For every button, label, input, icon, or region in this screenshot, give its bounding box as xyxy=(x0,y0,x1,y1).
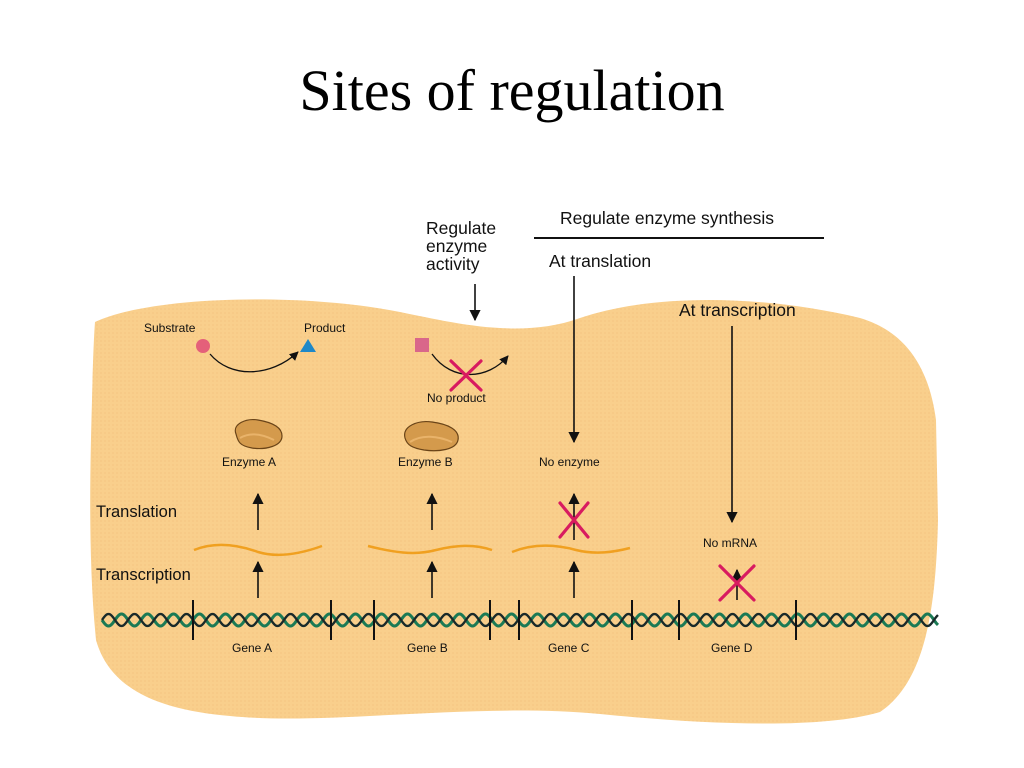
blocked-arrow xyxy=(431,353,509,375)
slide-title: Sites of regulation xyxy=(299,58,725,123)
gene-a-label: Gene A xyxy=(232,641,272,655)
translation-label: Translation xyxy=(96,503,177,521)
enzyme-a-icon xyxy=(234,419,283,450)
substrate-label: Substrate xyxy=(144,321,196,335)
mrna-strand-a xyxy=(193,543,323,557)
regulate-enzyme-activity-label: Regulate enzyme activity xyxy=(426,218,501,274)
at-transcription-label: At transcription xyxy=(679,300,796,320)
enzyme-a-label: Enzyme A xyxy=(222,455,276,469)
gene-c-label: Gene C xyxy=(548,641,590,655)
enzyme-b-icon xyxy=(404,421,459,452)
at-translation-label: At translation xyxy=(549,251,651,271)
no-product-label: No product xyxy=(427,391,486,405)
translation-block-x-icon xyxy=(558,501,590,539)
mrna-strand-c xyxy=(511,544,631,554)
regulate-enzyme-synthesis-label: Regulate enzyme synthesis xyxy=(560,208,774,228)
gene-b-label: Gene B xyxy=(407,641,448,655)
mrna-strand-b xyxy=(367,544,493,555)
cell-background-blob xyxy=(90,299,939,724)
no-enzyme-label: No enzyme xyxy=(539,455,600,469)
transcription-label: Transcription xyxy=(96,566,191,584)
product-label: Product xyxy=(304,321,346,335)
no-mrna-label: No mRNA xyxy=(703,536,757,550)
transcription-block-x-icon xyxy=(718,564,756,602)
product-marker xyxy=(300,339,316,352)
inhibition-x-icon xyxy=(449,359,483,392)
gene-d-label: Gene D xyxy=(711,641,753,655)
enzyme-b-label: Enzyme B xyxy=(398,455,453,469)
blocked-substrate-marker xyxy=(415,338,429,352)
gene-boundaries xyxy=(192,600,797,640)
substrate-marker xyxy=(196,339,210,353)
substrate-to-product-arrow xyxy=(209,351,299,373)
